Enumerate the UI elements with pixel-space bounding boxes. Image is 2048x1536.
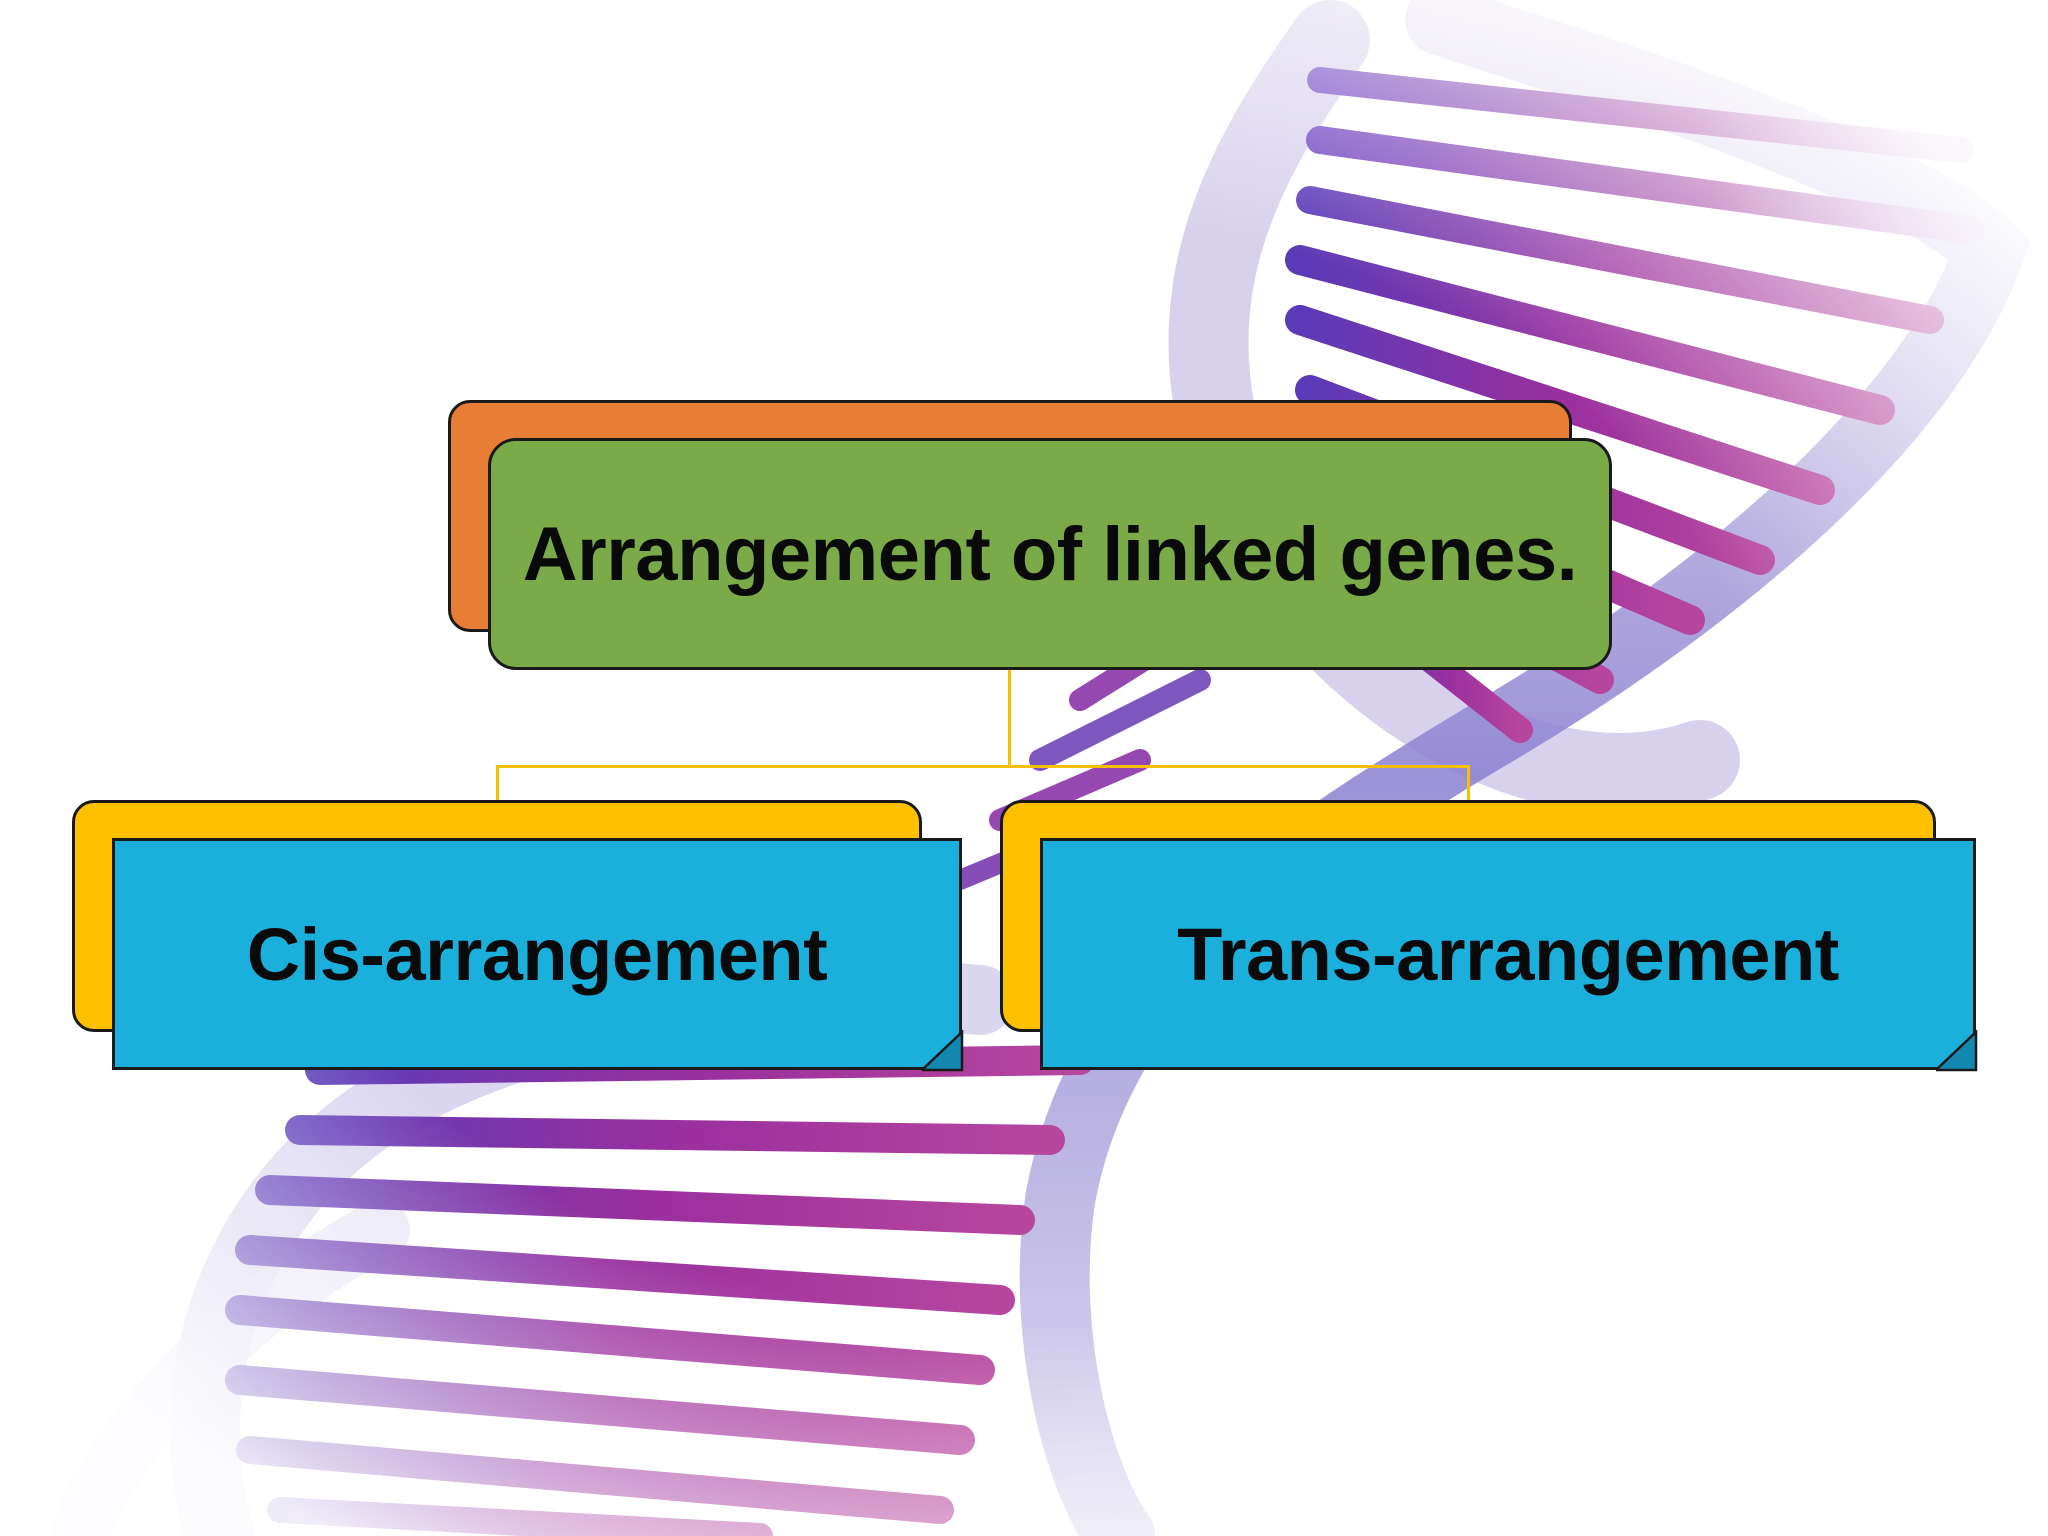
child-node-trans-front: Trans-arrangement	[1040, 838, 1976, 1070]
child-node-cis-fold	[922, 1030, 964, 1072]
connector-trunk	[1008, 668, 1011, 766]
connector-right	[1467, 765, 1470, 805]
connector-left	[496, 765, 499, 805]
child-node-trans-fold	[1936, 1030, 1978, 1072]
root-node-label: Arrangement of linked genes.	[522, 511, 1578, 597]
connector-bar	[496, 765, 1470, 768]
child-node-trans-label: Trans-arrangement	[1177, 912, 1839, 996]
child-node-cis-label: Cis-arrangement	[246, 912, 828, 996]
child-node-cis-front: Cis-arrangement	[112, 838, 962, 1070]
root-node-front: Arrangement of linked genes.	[488, 438, 1612, 670]
